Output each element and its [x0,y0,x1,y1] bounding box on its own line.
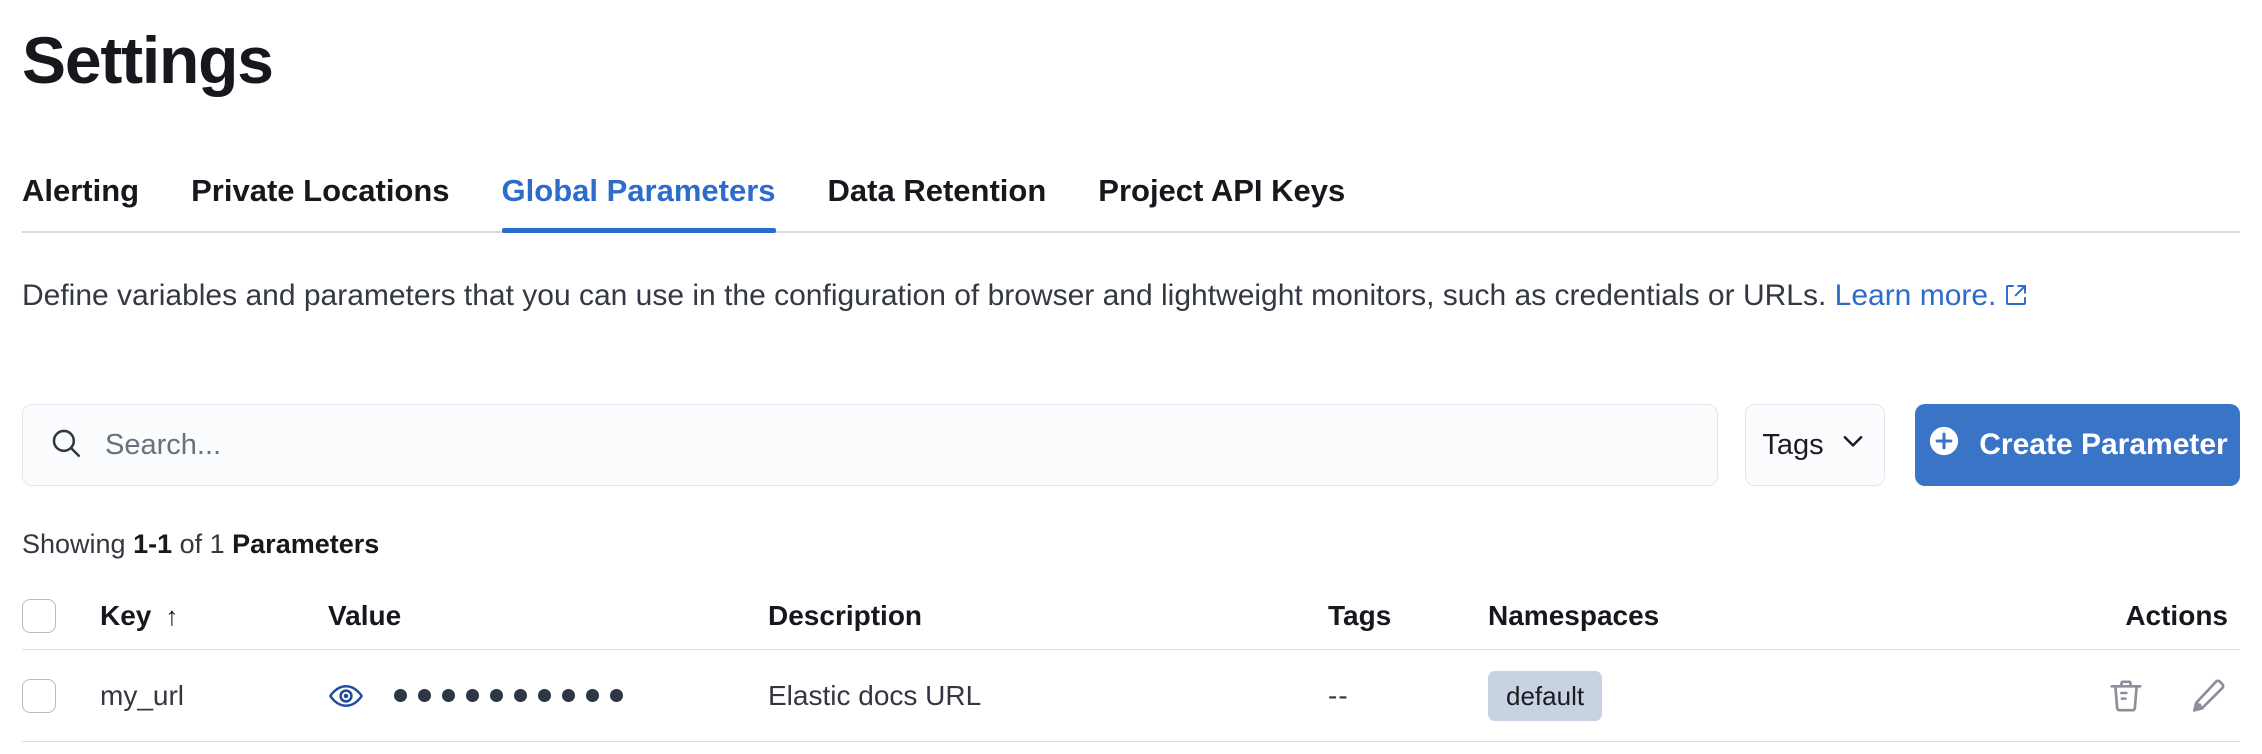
chevron-down-icon [1838,426,1868,464]
tab-global-parameters[interactable]: Global Parameters [476,165,802,233]
settings-tabs: Alerting Private Locations Global Parame… [22,165,2240,233]
column-actions: Actions [2125,599,2228,631]
column-key[interactable]: Key ↑ [78,600,328,632]
description-body: Define variables and parameters that you… [22,279,1835,312]
pencil-icon[interactable] [2188,676,2228,716]
tab-private-locations[interactable]: Private Locations [165,165,475,231]
search-icon [49,426,83,465]
tab-project-api-keys[interactable]: Project API Keys [1072,165,1371,231]
create-parameter-label: Create Parameter [1979,428,2228,461]
parameters-table: Key ↑ Value Description Tags Namespaces … [22,582,2240,742]
search-box[interactable] [22,404,1718,486]
learn-more-link[interactable]: Learn more. [1835,279,1997,312]
showing-range: 1-1 [133,529,173,559]
showing-of: of 1 [172,529,233,559]
showing-entity: Parameters [232,529,380,559]
select-all-cell [22,598,78,633]
row-description: Elastic docs URL [768,679,982,711]
showing-prefix: Showing [22,529,134,559]
create-parameter-button[interactable]: Create Parameter [1915,404,2240,486]
search-input[interactable] [105,405,1691,485]
learn-more-label: Learn more. [1834,279,1997,312]
page-title: Settings [22,23,274,97]
namespace-badge: default [1488,670,1603,721]
sort-ascending-icon: ↑ [165,600,179,631]
row-tags: -- [1328,680,1488,712]
row-tags-empty: -- [1328,679,1349,711]
row-select-checkbox[interactable] [22,678,56,713]
row-value [328,678,768,714]
eye-icon[interactable] [328,678,364,714]
tab-alerting[interactable]: Alerting [22,165,165,231]
row-select-cell [22,678,78,713]
column-description: Description [768,599,923,631]
column-key-label: Key [100,599,152,631]
column-tags: Tags [1328,599,1392,631]
toolbar: Tags Create Parameter [22,404,2240,486]
table-header-row: Key ↑ Value Description Tags Namespaces … [22,582,2240,650]
tab-data-retention[interactable]: Data Retention [802,165,1073,231]
external-link-icon [2004,274,2028,322]
tags-filter-label: Tags [1762,428,1824,461]
description-text: Define variables and parameters that you… [22,272,2202,322]
table-row: my_url Elastic docs URL -- [22,650,2240,742]
tags-filter-button[interactable]: Tags [1745,404,1885,486]
plus-circle-icon [1927,424,1961,466]
row-namespaces: default [1488,670,1928,721]
row-actions [1928,676,2240,716]
row-key: my_url [100,679,185,711]
trash-icon[interactable] [2106,676,2146,716]
column-namespaces: Namespaces [1488,599,1660,631]
column-value: Value [328,599,402,631]
masked-value [394,689,623,702]
results-count: Showing 1-1 of 1 Parameters [22,528,379,560]
select-all-checkbox[interactable] [22,598,56,633]
